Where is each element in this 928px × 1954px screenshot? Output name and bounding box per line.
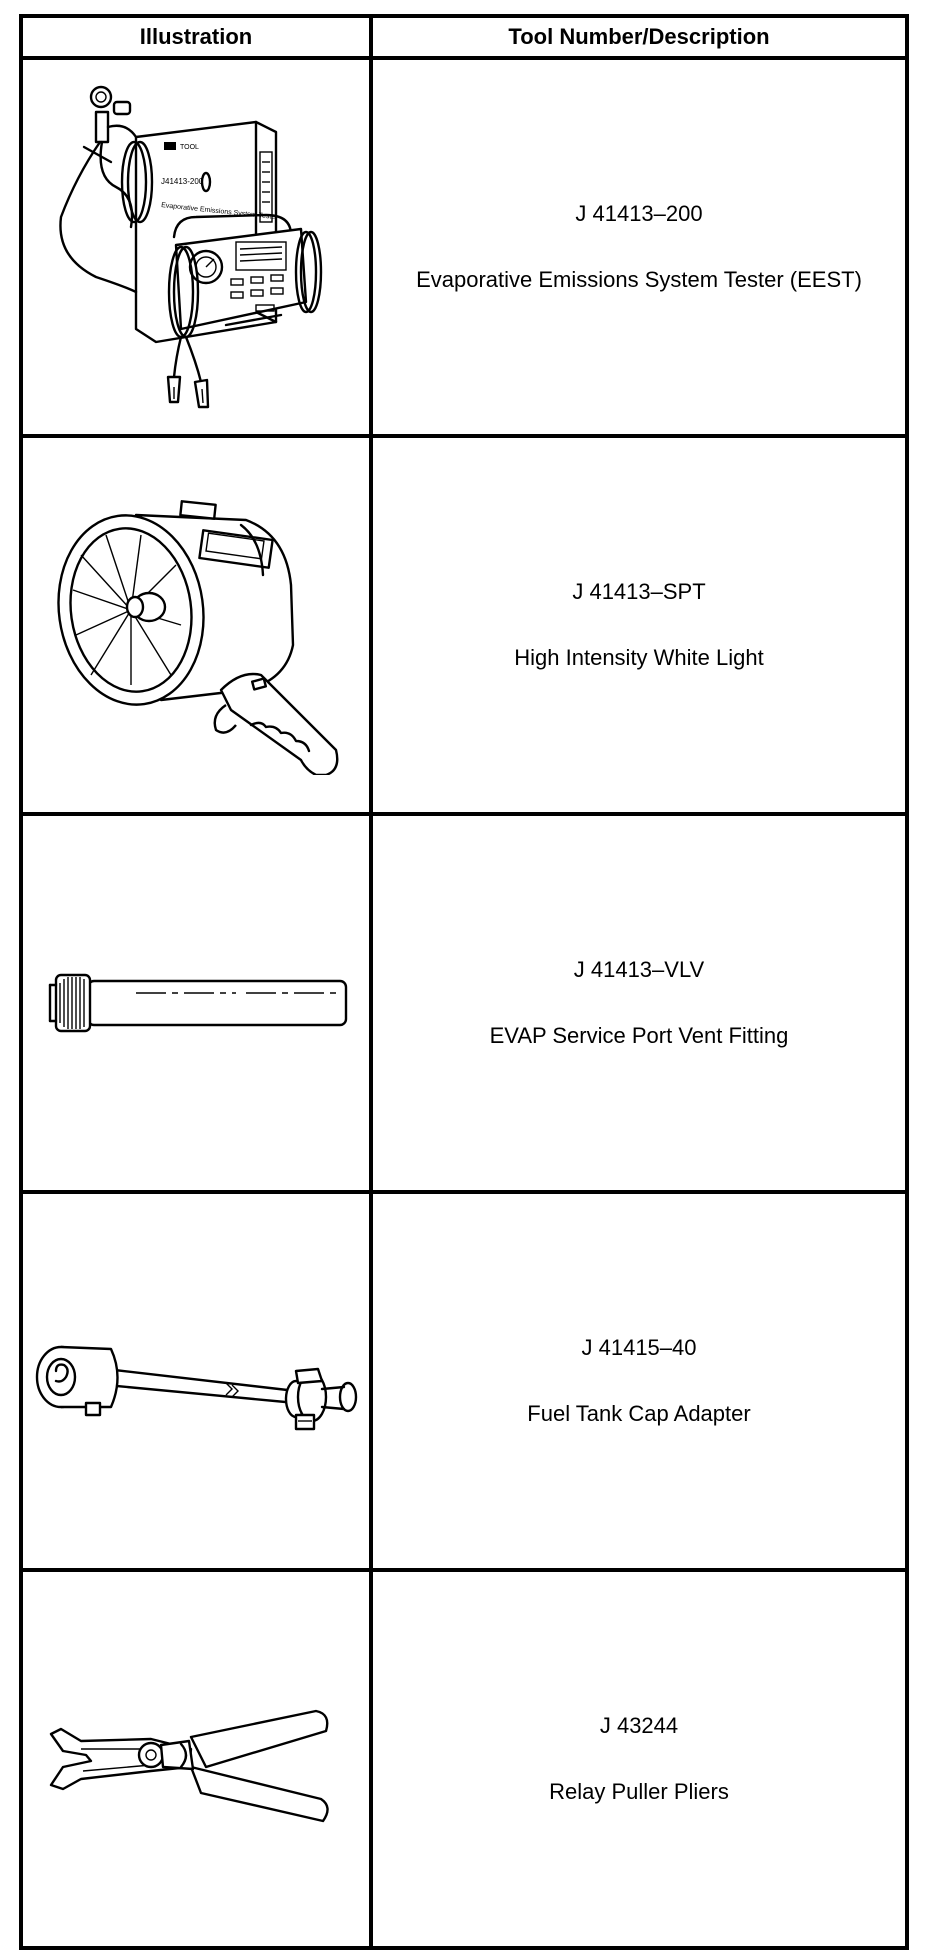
description-cell: J 41413–200 Evaporative Emissions System… (369, 56, 909, 438)
tool-description: High Intensity White Light (514, 645, 764, 670)
description-cell: J 43244 Relay Puller Pliers (369, 1568, 909, 1950)
relay-puller-pliers-icon (49, 1709, 329, 1823)
tool-number: J 41413–VLV (573, 957, 705, 982)
tool-number: J 41415–40 (581, 1335, 697, 1360)
table-row: J 41415–40 Fuel Tank Cap Adapter (19, 1190, 909, 1572)
tester-brand-text: TOOL (180, 144, 199, 151)
tool-number: J 41413–SPT (572, 579, 706, 604)
table-row: J 41413–VLV EVAP Service Port Vent Fitti… (19, 812, 909, 1194)
table-row: TOOL J41413-200 Evaporative Emissions Sy… (19, 56, 909, 438)
illustration-cell (19, 434, 373, 816)
tool-number: J 41413–200 (575, 201, 703, 226)
tool-number: J 43244 (599, 1713, 679, 1738)
illustration-cell (19, 1190, 373, 1572)
description-column-header: Tool Number/Description (369, 14, 909, 60)
table-row: J 43244 Relay Puller Pliers (19, 1568, 909, 1950)
illustration-column-header: Illustration (19, 14, 373, 60)
spotlight-icon (57, 500, 339, 775)
tester-part-number-text: J41413-200 (161, 177, 204, 186)
tool-description: Fuel Tank Cap Adapter (527, 1401, 751, 1426)
illustration-cell (19, 1568, 373, 1950)
description-cell: J 41413–SPT High Intensity White Light (369, 434, 909, 816)
description-cell: J 41413–VLV EVAP Service Port Vent Fitti… (369, 812, 909, 1194)
evaporative-emissions-tester-icon: TOOL J41413-200 Evaporative Emissions Sy… (59, 85, 323, 409)
table-row: J 41413–SPT High Intensity White Light (19, 434, 909, 816)
fuel-cap-adapter-icon (35, 1345, 358, 1431)
tool-description: Relay Puller Pliers (549, 1779, 729, 1804)
description-cell: J 41415–40 Fuel Tank Cap Adapter (369, 1190, 909, 1572)
table-header-row: Illustration Tool Number/Description (19, 14, 909, 60)
special-tools-table: Illustration Tool Number/Description (19, 14, 909, 1950)
tool-description: Evaporative Emissions System Tester (EES… (416, 267, 862, 292)
illustration-cell: TOOL J41413-200 Evaporative Emissions Sy… (19, 56, 373, 438)
vent-fitting-icon (48, 973, 348, 1033)
illustration-cell (19, 812, 373, 1194)
tool-description: EVAP Service Port Vent Fitting (489, 1023, 789, 1048)
